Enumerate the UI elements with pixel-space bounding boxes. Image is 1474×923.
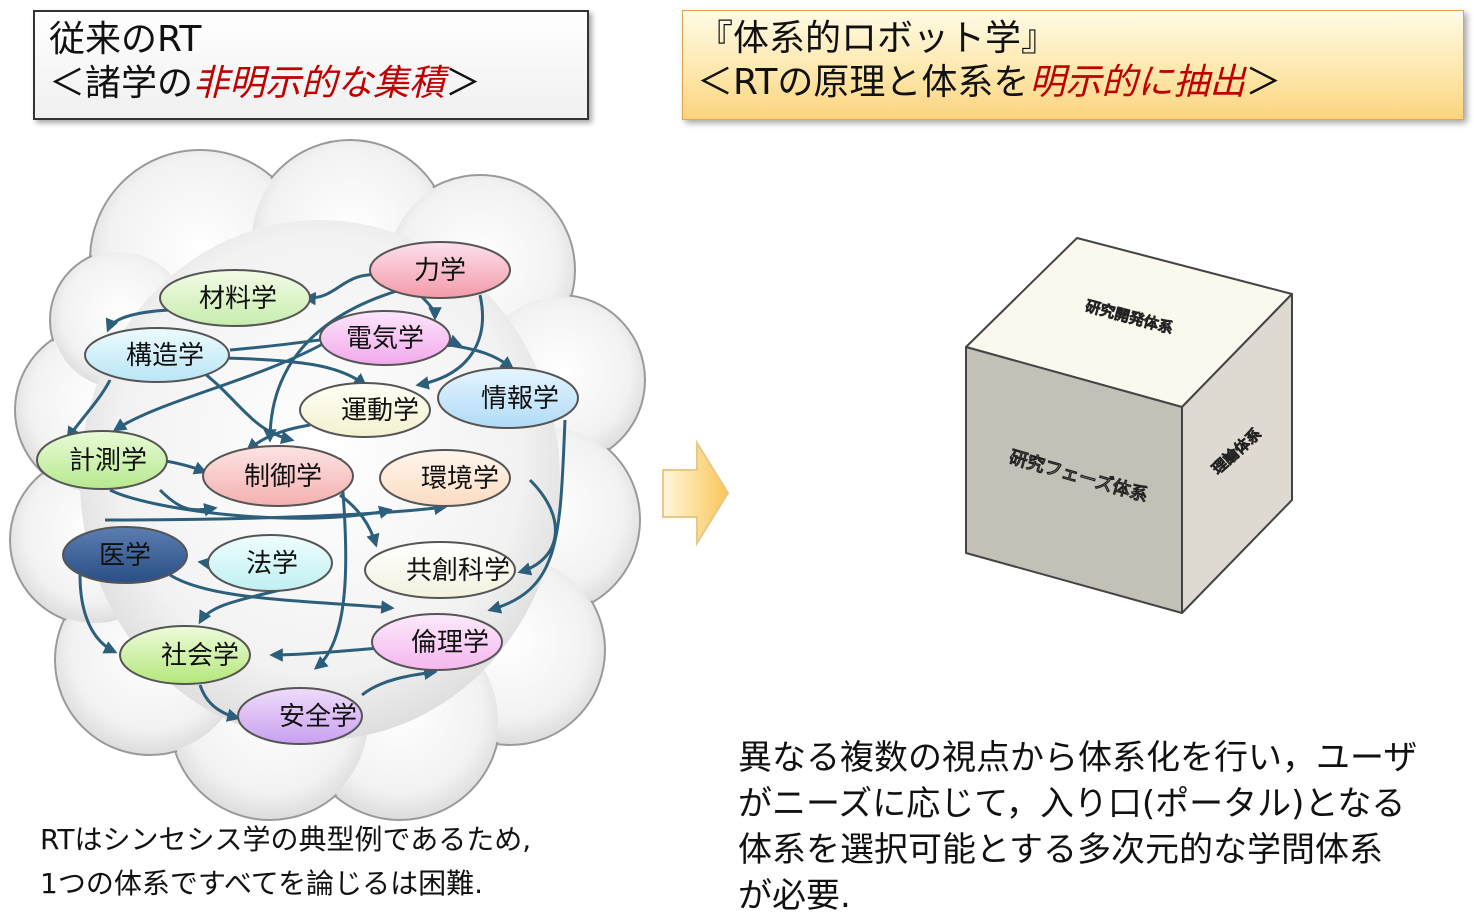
arrow — [158, 488, 218, 517]
arrow — [112, 338, 331, 432]
node-label-rikigaku: 力学 — [414, 256, 466, 286]
node-label-hougaku: 法学 — [246, 549, 298, 579]
node-label-keisoku: 計測学 — [69, 446, 147, 476]
node-label-kyousou: 共創科学 — [406, 556, 510, 586]
node-kouzou: 構造学 — [84, 327, 230, 383]
node-denki: 電気学 — [319, 310, 451, 366]
right-caption: 異なる複数の視点から体系化を行い，ユーザ がニーズに応じて，入り口(ポータル)と… — [738, 735, 1417, 919]
right-caption-line1: 異なる複数の視点から体系化を行い，ユーザ — [738, 738, 1418, 778]
arrow — [361, 666, 438, 697]
node-label-anzen: 安全学 — [279, 702, 357, 732]
transition-arrow-icon — [662, 439, 730, 547]
node-label-igaku: 医学 — [99, 541, 151, 571]
right-title-line1: 『体系的ロボット学』 — [697, 18, 1058, 59]
arrow — [66, 379, 112, 441]
arrow — [198, 588, 281, 625]
arrow — [224, 356, 368, 387]
right-title-box: 『体系的ロボット学』 ＜RTの原理と体系を明示的に抽出＞ — [682, 10, 1464, 120]
node-label-undou: 運動学 — [341, 396, 419, 426]
arrow — [263, 288, 401, 443]
node-label-zairyou: 材料学 — [199, 284, 277, 314]
node-igaku: 医学 — [62, 526, 188, 584]
right-caption-line3: 体系を選択可能とする多次元的な学問体系 — [738, 830, 1383, 870]
node-label-jouhou: 情報学 — [481, 384, 559, 414]
left-title-line1: 従来のRT — [49, 19, 202, 60]
left-caption-line2: 1つの体系ですべてを論じるは困難. — [40, 867, 484, 900]
node-label-denki: 電気学 — [346, 324, 424, 354]
cube — [965, 237, 1293, 614]
arrow — [199, 368, 295, 445]
left-title-prefix: ＜諸学の — [49, 63, 194, 104]
node-label-rinri: 倫理学 — [411, 628, 489, 658]
arrow — [313, 457, 348, 670]
arrow — [198, 684, 241, 722]
left-title-suffix: ＞ — [445, 63, 482, 104]
node-undou: 運動学 — [299, 382, 431, 438]
right-caption-line4: が必要. — [738, 876, 851, 916]
arrow — [487, 419, 567, 614]
node-hougaku: 法学 — [207, 534, 333, 592]
arrow — [415, 294, 484, 390]
node-kankyou: 環境学 — [379, 449, 511, 507]
node-seigyo: 制御学 — [202, 445, 354, 507]
cube-side-face — [1181, 293, 1293, 614]
left-title-emphasis: 非明示的な集積 — [193, 63, 446, 104]
left-caption-line1: RTはシンセシス学の典型例であるため, — [40, 823, 532, 856]
right-caption-line2: がニーズに応じて，入り口(ポータル)となる — [738, 784, 1406, 824]
arrow — [449, 343, 515, 370]
node-label-shakai: 社会学 — [161, 641, 239, 671]
right-title-line2: ＜RTの原理と体系を明示的に抽出＞ — [697, 61, 1449, 105]
node-anzen: 安全学 — [237, 687, 363, 745]
node-rinri: 倫理学 — [371, 613, 503, 671]
arrow — [169, 573, 395, 614]
node-label-kouzou: 構造学 — [126, 341, 204, 371]
node-label-seigyo: 制御学 — [244, 462, 322, 492]
node-jouhou: 情報学 — [437, 367, 579, 429]
node-zairyou: 材料学 — [159, 269, 311, 327]
arrow — [269, 646, 381, 662]
right-title-emphasis: 明示的に抽出 — [1029, 62, 1246, 103]
left-title-line2: ＜諸学の非明示的な集積＞ — [49, 62, 573, 106]
arrow — [339, 493, 380, 548]
right-title-prefix: ＜RTの原理と体系を — [697, 62, 1030, 103]
node-rikigaku: 力学 — [369, 241, 511, 299]
arrow — [104, 501, 448, 522]
left-title-box: 従来のRT ＜諸学の非明示的な集積＞ — [33, 10, 589, 120]
arrow — [78, 574, 118, 654]
right-title-suffix: ＞ — [1245, 62, 1282, 103]
node-keisoku: 計測学 — [36, 430, 168, 490]
node-label-kankyou: 環境学 — [421, 464, 499, 494]
node-shakai: 社会学 — [119, 625, 251, 685]
arrow — [105, 308, 171, 333]
left-caption: RTはシンセシス学の典型例であるため, 1つの体系ですべてを論じるは困難. — [40, 818, 531, 906]
node-kyousou: 共創科学 — [364, 541, 516, 599]
